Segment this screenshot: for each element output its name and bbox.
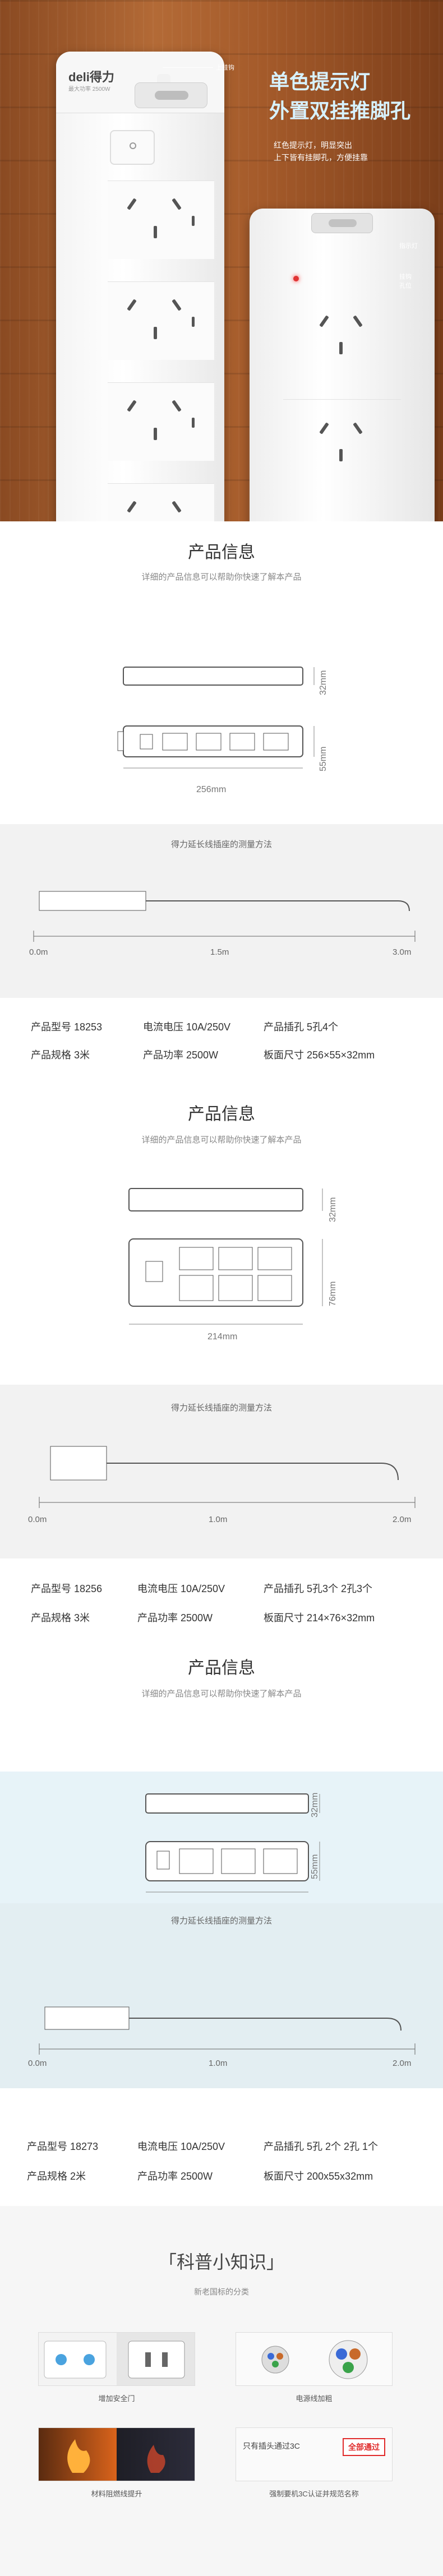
section-subtitle: 详细的产品信息可以帮助你快速了解本产品 [141, 1689, 302, 1699]
spec-voltage: 电流电压 10A/250V [137, 1583, 225, 1594]
knowledge-card-text: 只有插头通过3C [243, 2441, 300, 2450]
spec-voltage: 电流电压 10A/250V [137, 2141, 225, 2152]
outlet-icon [108, 281, 214, 360]
spec-size: 产品规格 3米 [31, 1612, 90, 1624]
dimension-height: 32mm [319, 670, 328, 695]
callout-hook-line: 孔位 [399, 283, 412, 289]
measure-title: 得力延长线插座的测量方法 [170, 1403, 272, 1413]
spec-model: 产品型号 18256 [31, 1583, 103, 1594]
spec-power: 产品功率 2500W [137, 2171, 213, 2182]
product-dimension-drawing [128, 1188, 323, 1325]
outlet-icon [108, 382, 214, 461]
power-strip-side [250, 209, 435, 521]
ruler-mid-label: 1.5m [210, 947, 229, 957]
spec-panel: 板面尺寸 200x55x32mm [264, 2171, 373, 2182]
measure-title: 得力延长线插座的测量方法 [170, 840, 272, 849]
product-dimension-drawing [145, 1793, 320, 1893]
dimension-depth: 55mm [310, 1854, 320, 1879]
measure-title: 得力延长线插座的测量方法 [170, 1916, 272, 1926]
knowledge-caption: 材料阻燃线提升 [91, 2490, 142, 2498]
section-title: 产品信息 [188, 1105, 255, 1123]
brand-subtitle: 最大功率 2500W [68, 86, 110, 93]
power-strip-front: deli得力 最大功率 2500W [56, 52, 224, 521]
knowledge-caption: 增加安全门 [98, 2394, 135, 2403]
hook-plate-icon [311, 213, 373, 233]
ruler-end-label: 2.0m [393, 2059, 412, 2068]
ruler-start-label: 0.0m [29, 947, 48, 957]
outlet-icon [108, 181, 214, 259]
dimension-depth: 76mm [328, 1281, 338, 1306]
knowledge-caption: 电源线加粗 [296, 2394, 333, 2403]
hero-title-line: 外置双挂推脚孔 [269, 99, 411, 122]
indicator-light-icon [293, 276, 299, 281]
section-title: 产品信息 [188, 1659, 255, 1677]
knowledge-caption: 强制要机3C认证并规范名称 [269, 2490, 359, 2498]
brand-logo: deli得力 [68, 70, 114, 84]
section-subtitle: 详细的产品信息可以帮助你快速了解本产品 [141, 572, 302, 582]
measure-band [0, 1903, 443, 2088]
hero-banner: deli得力 最大功率 2500W 上挂钩 单色提示灯 [0, 0, 443, 521]
knowledge-band [0, 2206, 443, 2576]
dimension-width: 256mm [196, 785, 227, 794]
knowledge-title: 「科普小知识」 [158, 2252, 284, 2272]
flame-icon [67, 2439, 165, 2473]
ruler-mid-label: 1.0m [209, 1515, 228, 1524]
ruler-end-label: 3.0m [393, 947, 412, 957]
strip-header: deli得力 最大功率 2500W [56, 52, 224, 113]
knowledge-card-3c-cert: 只有插头通过3C 全部通过 [236, 2427, 393, 2481]
outlet-icon [108, 483, 214, 521]
spec-power: 产品功率 2500W [143, 1049, 219, 1061]
callout-hook: 挂钩 孔位 [399, 272, 412, 290]
cable-icon [261, 2340, 368, 2379]
knowledge-card-flame-retardant [38, 2427, 195, 2481]
spec-holes: 产品插孔 5孔4个 [264, 1021, 339, 1033]
spec-model: 产品型号 18273 [27, 2141, 99, 2152]
hero-title: 单色提示灯 外置双挂推脚孔 [269, 67, 437, 126]
spec-panel: 板面尺寸 256×55×32mm [264, 1049, 375, 1061]
callout-light: 指示灯 [399, 243, 418, 249]
hero-subtitle-line: 上下皆有挂脚孔，方便挂靠 [274, 153, 368, 162]
socket-icon [44, 2341, 185, 2379]
dimension-depth: 55mm [319, 746, 328, 771]
spec-model: 产品型号 18253 [31, 1021, 103, 1033]
product-dimension-drawing [117, 667, 315, 769]
dimension-height: 32mm [328, 1197, 338, 1222]
measure-drawing [33, 891, 416, 942]
hero-title-line: 单色提示灯 [269, 70, 371, 93]
hero-subtitle-line: 红色提示灯，明显突出 [274, 141, 352, 150]
ruler-start-label: 0.0m [28, 2059, 47, 2068]
measure-band [0, 824, 443, 998]
spec-power: 产品功率 2500W [137, 1612, 213, 1624]
measure-drawing [39, 1446, 416, 1508]
ruler-start-label: 0.0m [28, 1515, 47, 1524]
spec-voltage: 电流电压 10A/250V [143, 1021, 231, 1033]
callout-hook-line: 挂钩 [399, 274, 412, 280]
spec-size: 产品规格 3米 [31, 1049, 90, 1061]
section-subtitle: 详细的产品信息可以帮助你快速了解本产品 [141, 1135, 302, 1145]
power-switch-icon [110, 130, 155, 165]
outlet-icon [283, 399, 401, 478]
section-title: 产品信息 [188, 543, 255, 562]
ruler-end-label: 2.0m [393, 1515, 412, 1524]
outlet-icon [283, 293, 401, 371]
knowledge-card-safety-door [38, 2332, 195, 2386]
measure-drawing [39, 2006, 416, 2055]
hang-tab-icon [135, 82, 207, 108]
spec-size: 产品规格 2米 [27, 2171, 86, 2182]
hero-subtitle: 红色提示灯，明显突出 上下皆有挂脚孔，方便挂靠 [274, 139, 436, 164]
spec-holes: 产品插孔 5孔 2个 2孔 1个 [264, 2141, 379, 2152]
dimension-height: 32mm [310, 1792, 320, 1817]
callout-line [163, 67, 213, 68]
dimension-width: 214mm [207, 1332, 238, 1342]
ruler-mid-label: 1.0m [209, 2059, 228, 2068]
spec-holes: 产品插孔 5孔3个 2孔3个 [264, 1583, 373, 1594]
certified-stamp: 全部通过 [343, 2438, 385, 2456]
spec-panel: 板面尺寸 214×76×32mm [264, 1612, 375, 1624]
knowledge-subtitle: 新老国标的分类 [194, 2287, 249, 2296]
knowledge-card-thick-cable [236, 2332, 393, 2386]
callout-top-hook: 上挂钩 [216, 64, 234, 71]
